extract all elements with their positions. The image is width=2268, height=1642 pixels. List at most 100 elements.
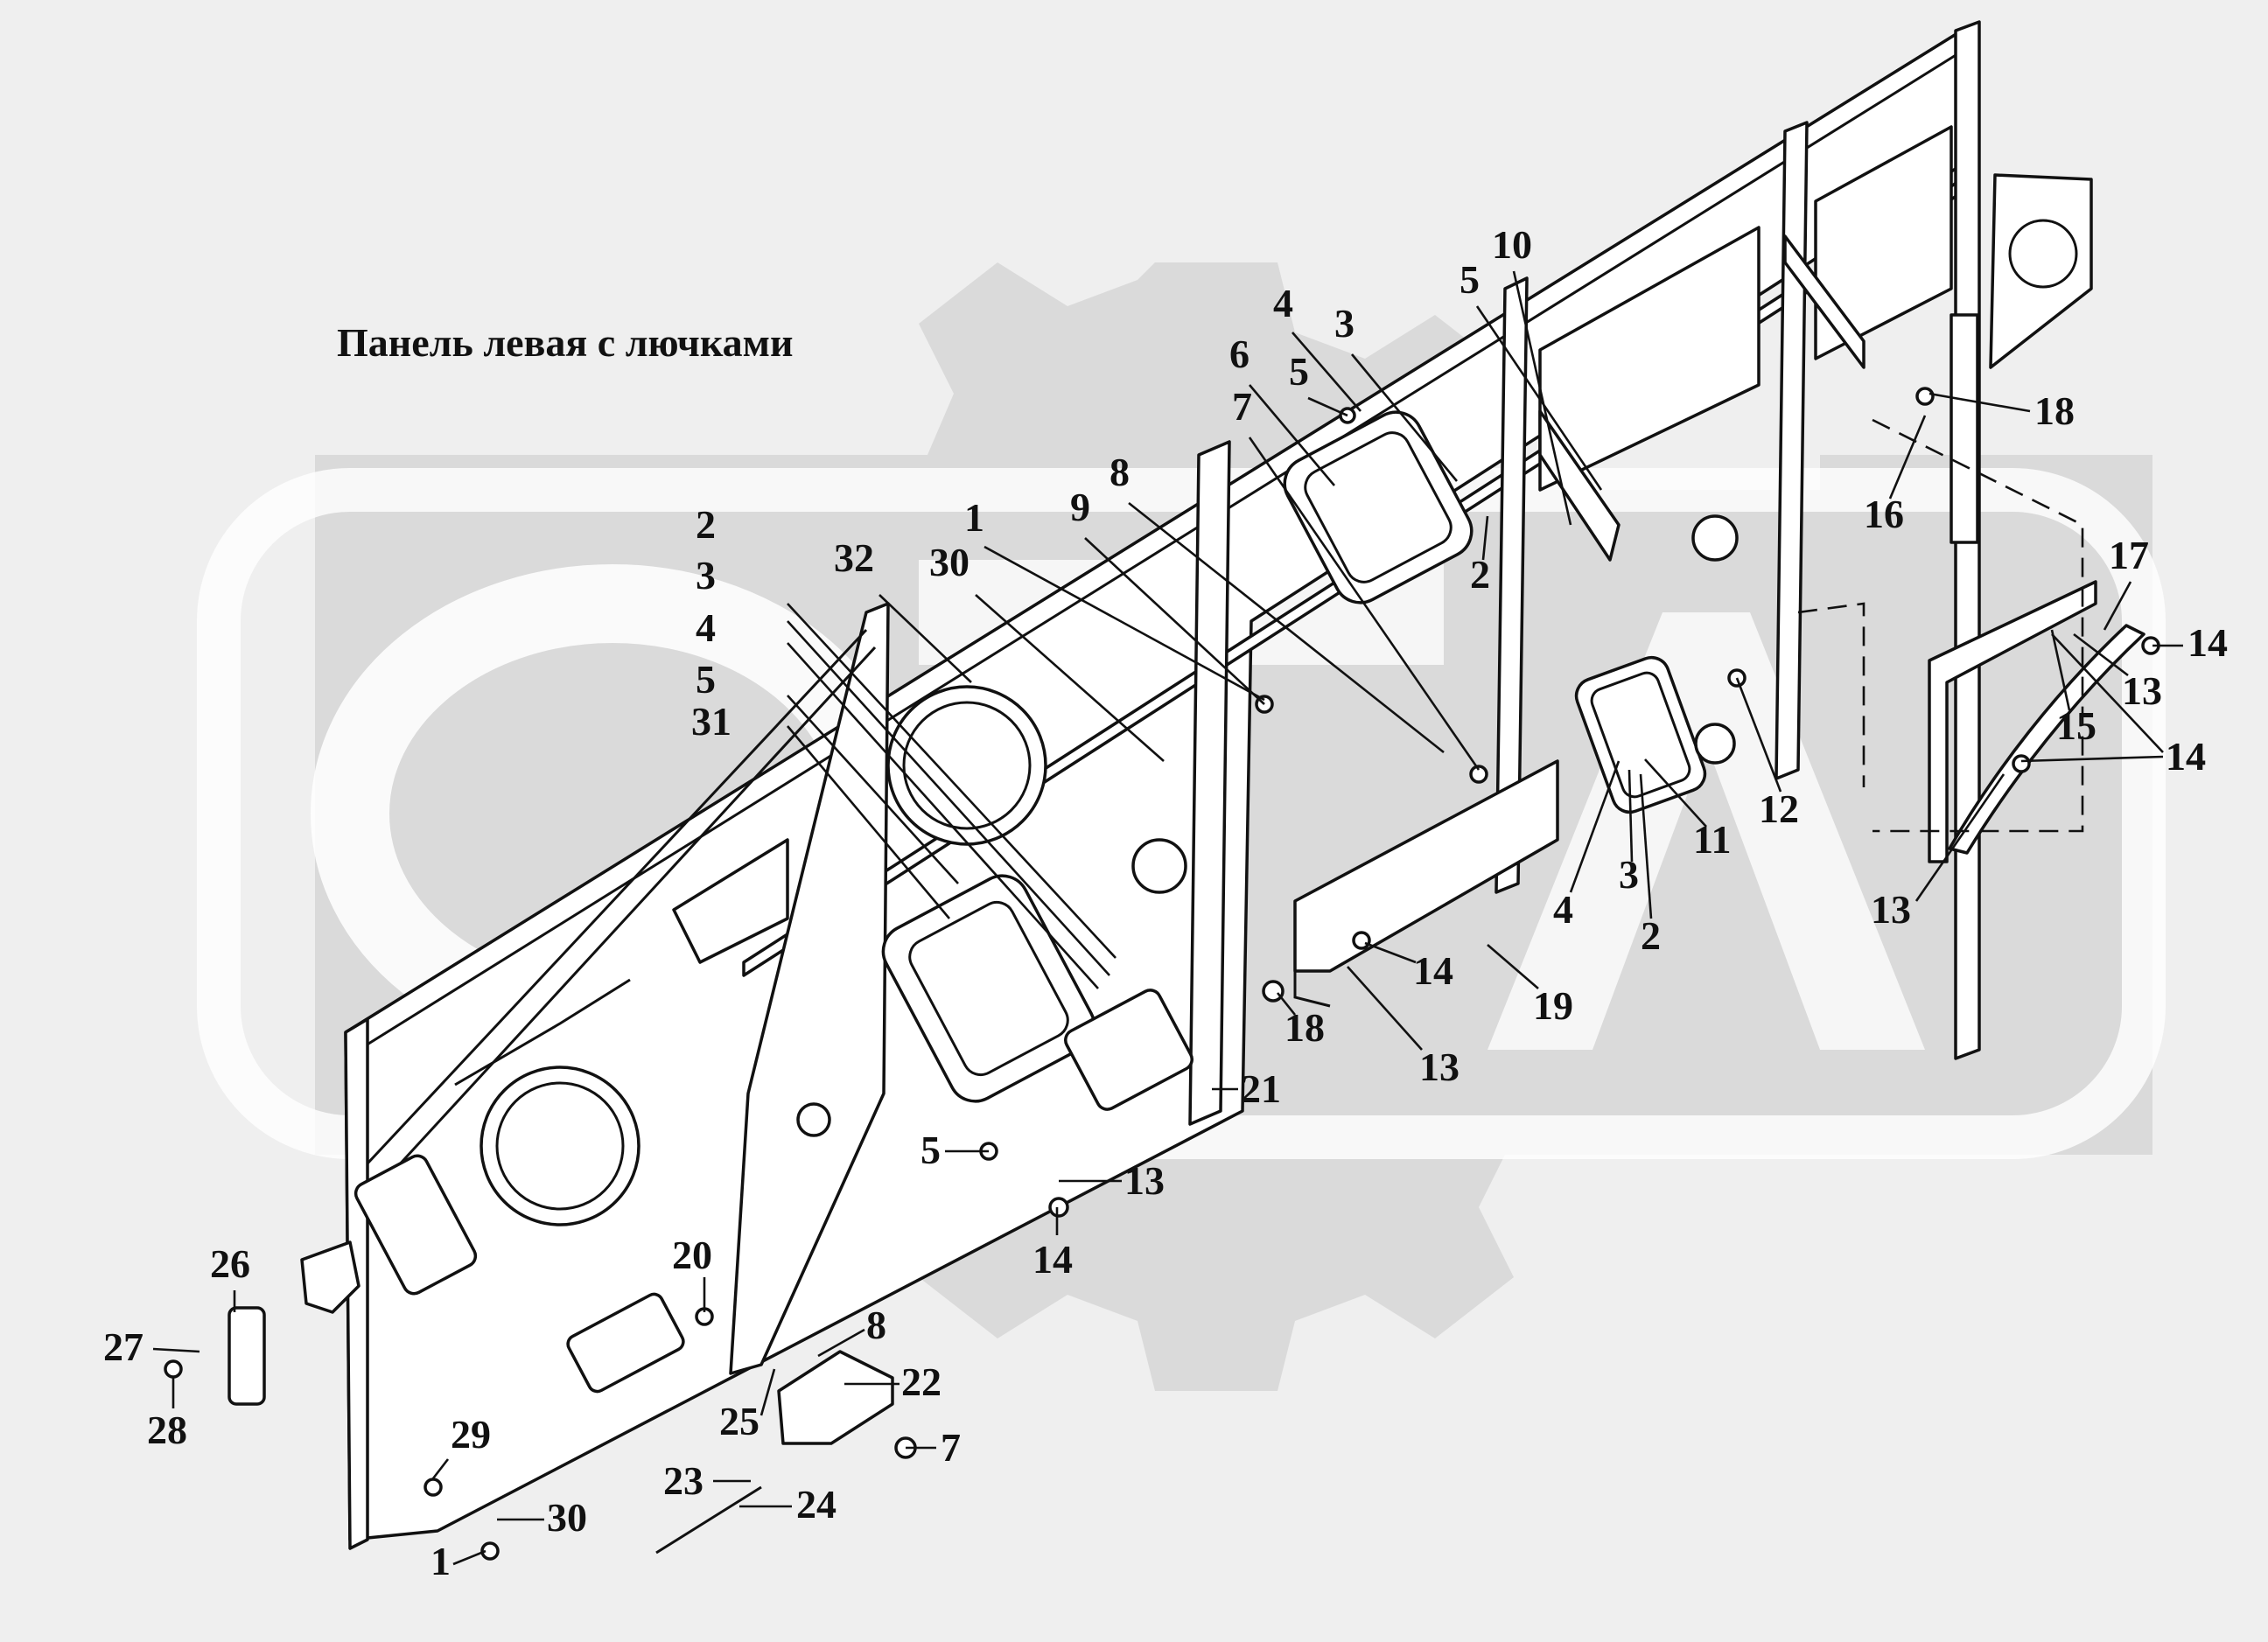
leader-line (452, 1549, 486, 1566)
leader-line (1249, 384, 1335, 486)
part-number-label: 14 (2166, 734, 2206, 779)
part-number-label: 31 (691, 699, 732, 744)
leader-line (1084, 537, 1265, 705)
leader-line (1350, 353, 1459, 482)
leader-line (1481, 515, 1489, 561)
leader-line (1128, 501, 1445, 754)
part-number-label: 25 (719, 1399, 760, 1443)
part-number-label: 14 (2166, 734, 2206, 779)
part-number-label: 5 (1289, 349, 1309, 394)
part-number-label: 13 (1124, 1158, 1165, 1203)
part-number-label: 29 (451, 1412, 491, 1457)
part-number-label: 13 (2122, 668, 2162, 713)
leader-line (787, 695, 959, 884)
leader-line (1888, 415, 1927, 500)
part-number-label: 30 (929, 540, 970, 584)
part-number-label: 28 (147, 1408, 187, 1452)
part-number-label: 14 (2188, 620, 2228, 665)
leader-line (2020, 755, 2164, 763)
part-number-label: 17 (2109, 533, 2149, 577)
part-number-label: 5 (696, 657, 716, 702)
part-number-label: 2 (696, 502, 716, 547)
right-bracket-parts (1797, 313, 2146, 863)
leader-line (1914, 773, 2006, 902)
part-number-label: 4 (1273, 281, 1293, 325)
gusset-top-right (1989, 173, 2093, 369)
leader-line (431, 1458, 450, 1479)
page-title: Панель левая с лючками (337, 320, 794, 365)
part-number-label: 23 (663, 1458, 704, 1503)
part-number-label: 5 (920, 1128, 941, 1172)
leader-line (2050, 629, 2071, 711)
part-number-label: 7 (941, 1425, 961, 1470)
leader-line (787, 642, 1099, 989)
part-number-label: 4 (696, 605, 716, 650)
leader-line (1475, 305, 1603, 491)
leader-line (1628, 769, 1634, 863)
leader-line (2103, 581, 2132, 631)
cover-plate-19 (1293, 759, 1559, 1008)
part-number-label: 20 (672, 1233, 712, 1277)
leader-line (878, 594, 972, 683)
part-number-label: 27 (103, 1324, 144, 1369)
leader-line (1512, 270, 1572, 526)
leader-line (787, 725, 950, 919)
leader-line (817, 1328, 865, 1358)
leader-line (1569, 760, 1620, 893)
part-number-label: 3 (1334, 301, 1354, 346)
leader-line (1276, 992, 1297, 1016)
part-number-label: 21 (1241, 1066, 1281, 1111)
part-number-label: 16 (1864, 492, 1904, 536)
left-panel-assembly (344, 20, 2093, 1550)
post-middle (1494, 276, 1529, 894)
part-number-label: 6 (1229, 332, 1250, 376)
part-number-label: 18 (2034, 388, 2075, 433)
part-number-label: 4 (1553, 887, 1573, 932)
part-number-label: 9 (1070, 485, 1090, 529)
part-number-label: 8 (1110, 450, 1130, 494)
post-21 (1188, 440, 1231, 1126)
part-number-label: 26 (210, 1241, 250, 1286)
part-number-label: 13 (1871, 887, 1911, 932)
loose-parts (164, 387, 2160, 1561)
part-number-label: 7 (1232, 384, 1252, 429)
part-number-label: 32 (834, 535, 874, 580)
leader-line (1487, 944, 1539, 989)
leader-line (1644, 758, 1707, 828)
part-number-label: 1 (430, 1539, 451, 1583)
leader-line (984, 545, 1265, 702)
leader-line (1639, 773, 1653, 919)
leader-line (760, 1368, 776, 1416)
part-number-label: 8 (866, 1303, 886, 1347)
leader-line (787, 603, 1116, 959)
part-number-label: 2 (1641, 913, 1661, 958)
part-number-label: 22 (901, 1359, 942, 1404)
post-right (1774, 121, 1809, 780)
part-number-label: 1 (964, 495, 984, 540)
part-number-label: 11 (1693, 817, 1731, 862)
part-number-label: 19 (1533, 983, 1573, 1028)
part-number-label: 13 (1419, 1045, 1460, 1089)
part-number-label: 14 (1413, 948, 1453, 993)
part-number-label: 3 (1619, 852, 1639, 897)
leader-line (975, 594, 1165, 762)
part-number-label: 18 (1284, 1005, 1325, 1050)
part-number-label: 24 (796, 1482, 836, 1527)
leader-line (1347, 966, 1423, 1051)
leader-line (2051, 633, 2164, 753)
part-number-label: 30 (547, 1495, 587, 1540)
part-number-label: 10 (1492, 222, 1532, 267)
leader-line (1307, 396, 1348, 417)
leader-line (1292, 332, 1362, 412)
leader-line (2073, 632, 2129, 677)
part-number-label: 14 (1032, 1237, 1073, 1282)
part-number-label: 5 (1460, 257, 1480, 302)
leader-line (1248, 437, 1480, 771)
leader-line (1928, 392, 2031, 413)
part-number-label: 12 (1759, 786, 1799, 831)
part-number-label: 15 (2056, 703, 2096, 748)
leader-line (152, 1347, 200, 1353)
